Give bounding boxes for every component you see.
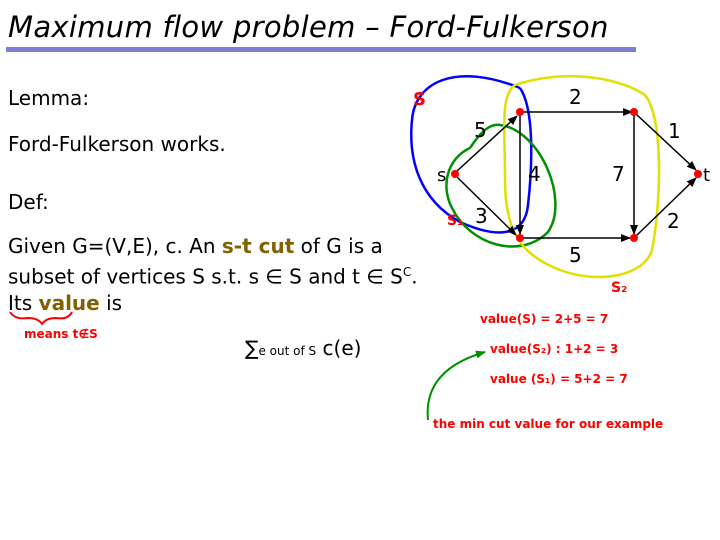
node-t-label: t	[703, 165, 710, 186]
node-a	[516, 108, 524, 116]
edge-b-d-capacity: 7	[612, 162, 625, 186]
cut-s2-label: S₂	[611, 280, 627, 296]
edge-d-t-capacity: 2	[667, 209, 680, 233]
cut-value-formula: ∑e out of S c(e)	[245, 336, 361, 363]
title-underline	[6, 47, 636, 52]
value-s2-note: value(S₂) : 1+2 = 3	[490, 342, 618, 356]
formula-term: c(e)	[316, 336, 362, 360]
node-c	[516, 234, 524, 242]
definition-part: Given G=(V,E), c. An	[8, 234, 222, 258]
edge-s-a-capacity: 5	[474, 118, 487, 142]
value-s1-note: value (S₁) = 5+2 = 7	[490, 372, 628, 386]
min-cut-note: the min cut value for our example	[433, 417, 663, 431]
definition-part: of G is a subset of vertices S s.t. s	[8, 234, 383, 289]
edge-s-c-capacity: 3	[475, 204, 488, 228]
element-of-symbol: ∈	[265, 264, 283, 289]
sigma-symbol: ∑	[245, 336, 259, 360]
node-b	[630, 108, 638, 116]
edge-s-c	[455, 175, 517, 236]
means-underbrace	[9, 311, 73, 326]
edge-a-c-capacity: 4	[528, 162, 541, 186]
edge-d-t	[635, 177, 697, 237]
cut-s-label: S	[413, 89, 426, 110]
definition-part: . Its	[8, 264, 418, 315]
st-cut-term: s-t cut	[221, 234, 295, 258]
value-term: value	[38, 290, 100, 315]
cut-s1-label: S₁	[447, 213, 463, 229]
formula-subscript: e out of S	[258, 344, 317, 358]
complement-superscript: C	[402, 265, 412, 279]
definition-part: is	[99, 290, 123, 315]
means-note: means t∉S	[24, 327, 98, 341]
definition-part: S and t	[282, 264, 367, 289]
edge-s-a	[455, 115, 518, 173]
min-cut-arrow	[426, 350, 486, 421]
edge-a-b-capacity: 2	[569, 85, 582, 109]
lemma-statement: Ford-Fulkerson works.	[8, 132, 226, 156]
page-title: Maximum flow problem – Ford-Fulkerson	[8, 10, 609, 44]
value-s-note: value(S) = 2+5 = 7	[480, 312, 608, 326]
edge-b-t	[635, 113, 697, 171]
edge-c-d-capacity: 5	[569, 243, 582, 267]
node-d	[630, 234, 638, 242]
definition-label: Def:	[8, 190, 49, 214]
definition-part: S	[383, 264, 403, 289]
cut-s2-curve	[502, 75, 661, 279]
node-s-label: s	[437, 165, 446, 186]
cut-s-curve	[410, 75, 533, 234]
cut-s1-curve	[445, 123, 557, 248]
node-t	[694, 170, 702, 178]
definition-text: Given G=(V,E), c. An s-t cut of G is a s…	[8, 233, 428, 316]
node-s	[451, 170, 459, 178]
element-of-symbol: ∈	[366, 264, 384, 289]
edge-b-t-capacity: 1	[668, 119, 681, 143]
lemma-label: Lemma:	[8, 86, 90, 110]
